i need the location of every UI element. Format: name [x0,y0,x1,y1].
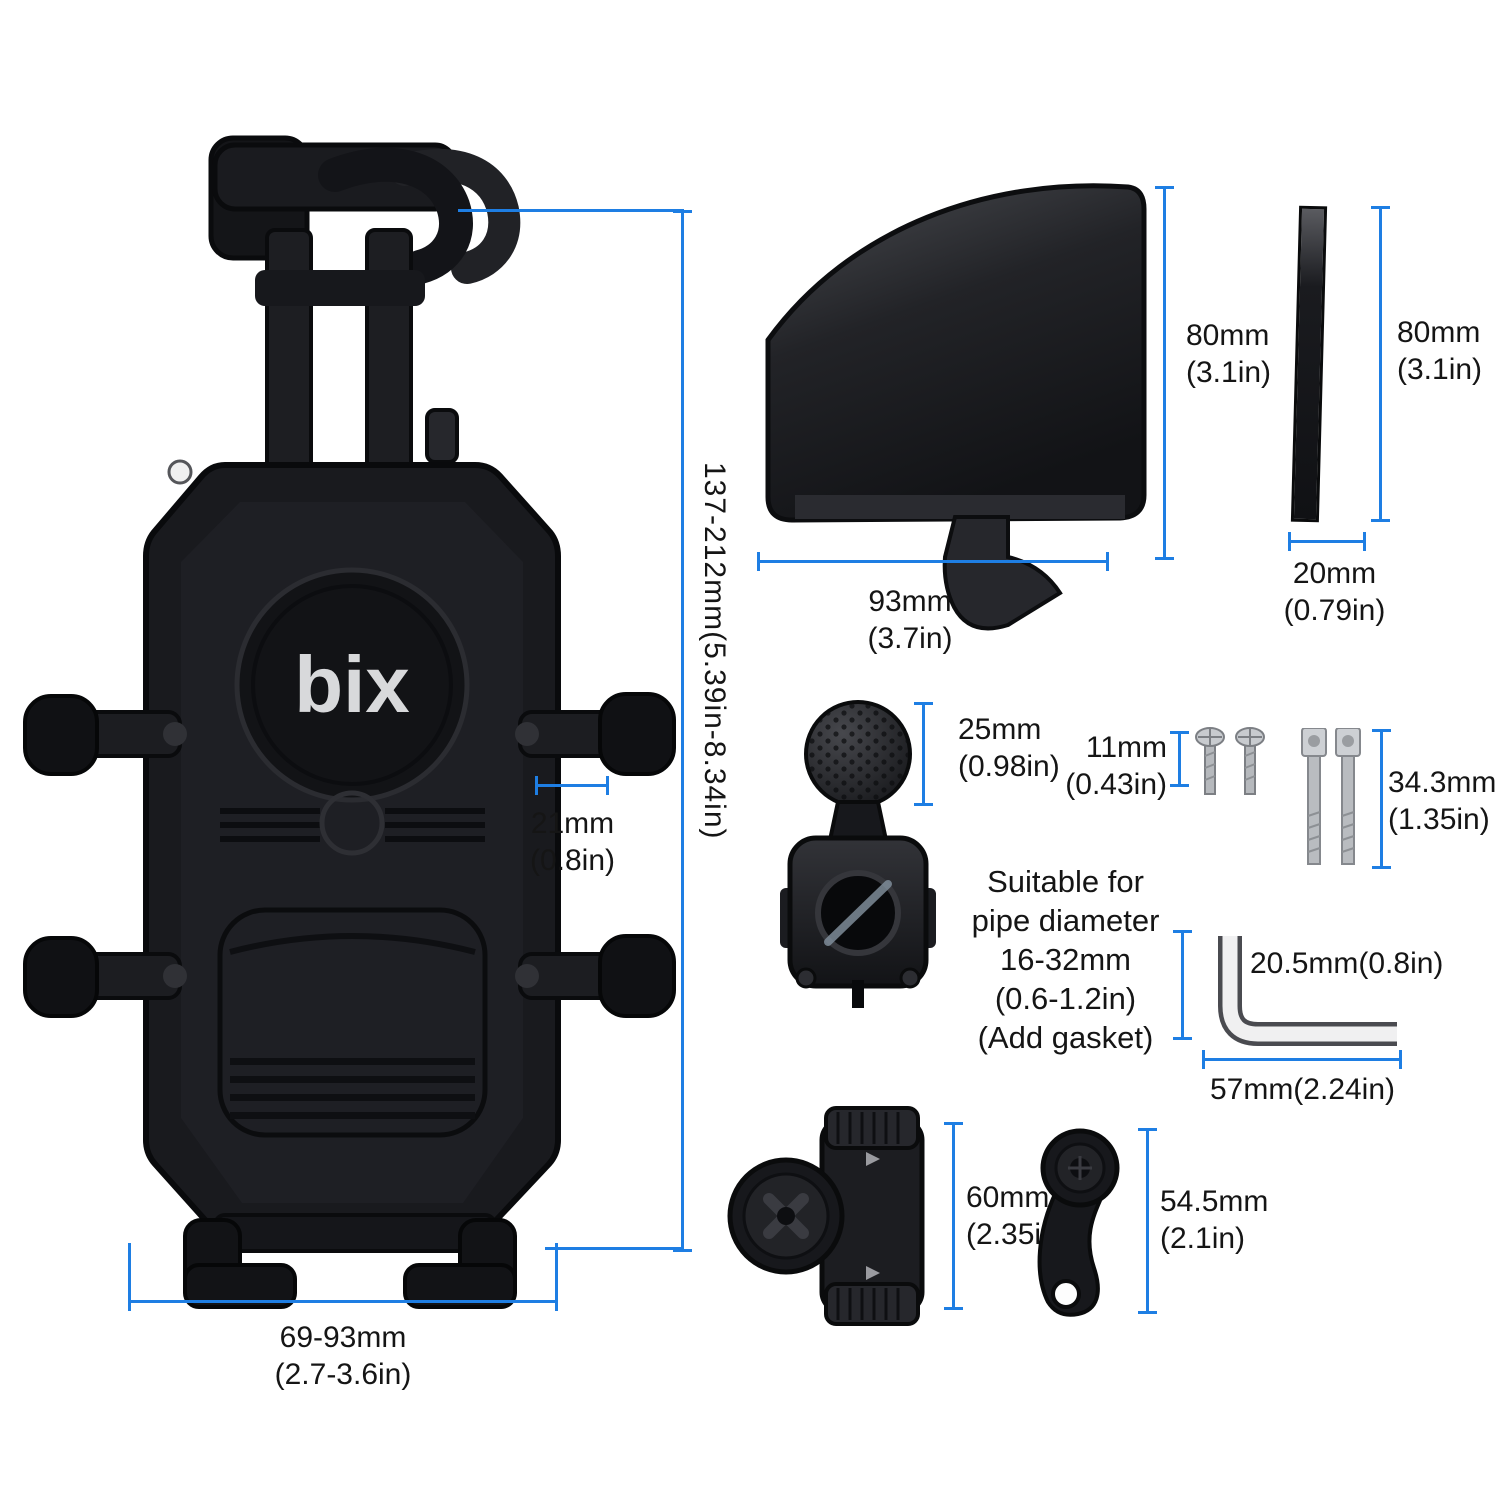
hex-key-illustration [1218,936,1397,1046]
sun-visor-illustration [765,183,1147,631]
dim-label-hex-short: 20.5mm(0.8in) [1250,947,1444,980]
dim-line-holder-height [673,210,692,1252]
pipe-diameter-note: Suitable for pipe diameter 16-32mm (0.6-… [971,864,1160,1056]
dim-line-strip-height [1371,206,1390,522]
extension-line-holder-bottom [545,1247,684,1250]
dim-line-visor-width [757,552,1109,571]
dim-line-lever-height [1138,1128,1157,1314]
dim-line-clamp-height [944,1122,963,1310]
dim-line-visor-height [1155,186,1174,560]
side-grip-arms [23,692,676,1018]
dim-line-ball-diameter [914,702,933,806]
clamp-arm-illustration [727,1106,925,1326]
ball-mount-illustration [780,700,936,1008]
dim-label-strip-width: 20mm (0.79in) [1283,557,1386,627]
dim-label-visor-width: 93mm (3.7in) [867,585,953,655]
dim-label-screw-length: 11mm (0.43in) [1065,731,1167,801]
dim-label-bolt-length: 34.3mm (1.35in) [1388,766,1497,836]
dim-line-hex-long [1202,1050,1402,1069]
dim-line-strip-width [1288,532,1366,551]
dim-label-ball-diameter: 25mm (0.98in) [958,713,1060,783]
dim-label-strip-height: 80mm (3.1in) [1397,316,1483,386]
dim-line-bolt-length [1372,729,1391,869]
brand-logo: bix [234,567,470,803]
rubber-strip-illustration [1290,205,1328,523]
extension-line-holder-top [458,209,684,212]
dim-label-holder-height: 137-212mm(5.39in-8.34in) [698,462,731,840]
dim-line-hex-short [1173,930,1192,1040]
bottom-hooks [183,1213,517,1309]
dim-label-hex-long: 57mm(2.24in) [1209,1073,1396,1106]
phone-holder-illustration: bix [23,135,676,1309]
dim-label-arm-pitch: 21mm (0.8in) [529,807,616,877]
extension-line-holder-left [128,1243,131,1300]
lever-arm-illustration [1037,1128,1120,1317]
svg-text:bix: bix [294,640,410,729]
body-details [217,790,488,1138]
dim-line-arm-pitch [535,776,609,795]
bolts-illustration [1301,728,1361,865]
extension-line-holder-right [555,1243,558,1300]
dim-label-lever-height: 54.5mm (2.1in) [1160,1185,1269,1255]
screws-illustration [1195,727,1265,795]
dim-label-visor-height: 80mm (3.1in) [1186,319,1272,389]
top-clamp [208,135,521,284]
dim-label-holder-width: 69-93mm (2.7-3.6in) [274,1321,412,1391]
dim-line-holder-width [128,1292,558,1311]
dim-line-screw-length [1170,731,1189,787]
